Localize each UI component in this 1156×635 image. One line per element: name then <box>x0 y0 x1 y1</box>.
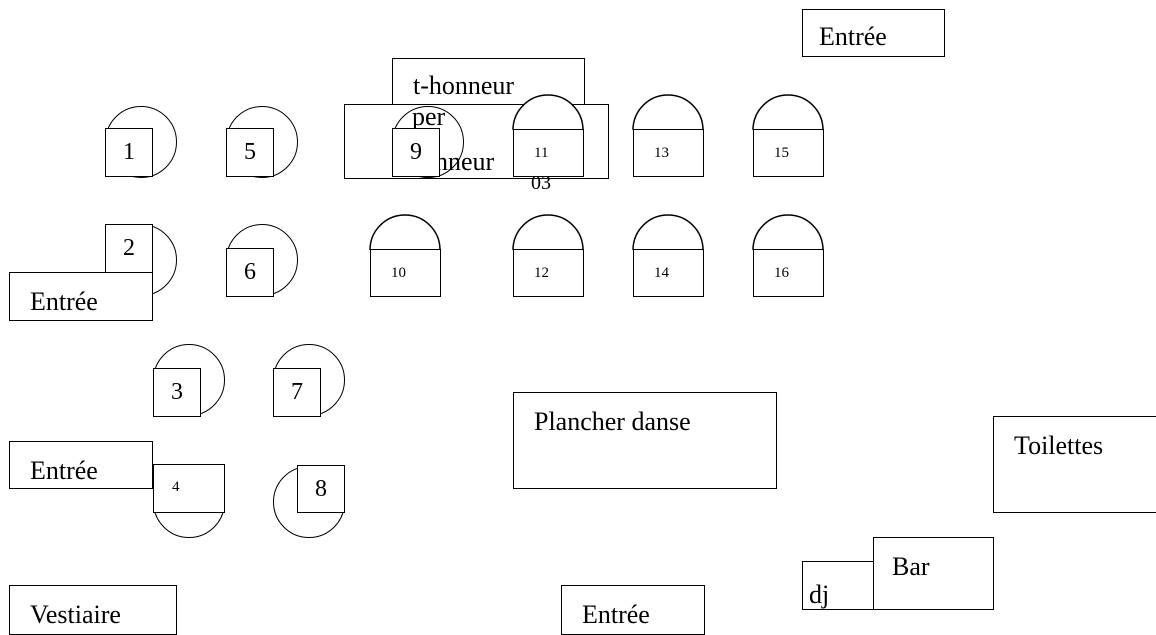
table-14-label: 14 <box>654 264 669 281</box>
table-12-label: 12 <box>534 264 549 281</box>
table-8[interactable]: 8 <box>297 465 345 513</box>
table-11[interactable]: 11 <box>513 129 584 177</box>
honneur-label: t-honneur <box>413 71 515 100</box>
dj-booth: dj <box>802 561 874 610</box>
dance-floor-label: Plancher danse <box>534 407 691 436</box>
table-12[interactable]: 12 <box>513 249 584 297</box>
table-5[interactable]: 5 <box>226 128 274 177</box>
table-13-dome <box>632 94 704 131</box>
bar-label: Bar <box>892 552 930 581</box>
table-7[interactable]: 7 <box>273 368 321 417</box>
table-16-dome <box>752 214 824 251</box>
table-2-label: 2 <box>123 235 135 261</box>
table-9-label: 9 <box>410 139 422 165</box>
table-11-dome <box>512 94 584 131</box>
table-4-label: 4 <box>172 479 180 495</box>
table-1-label: 1 <box>123 139 135 165</box>
table-13-label: 13 <box>654 144 669 161</box>
table-15-label: 15 <box>774 144 789 161</box>
table-12-dome <box>512 214 584 251</box>
table-16[interactable]: 16 <box>753 249 824 297</box>
bar: Bar <box>873 537 994 610</box>
table-10-dome <box>369 214 441 251</box>
vestiaire-label: Vestiaire <box>30 600 121 629</box>
entree-left-1: Entrée <box>9 272 153 321</box>
table-16-label: 16 <box>774 264 789 281</box>
entree-bottom: Entrée <box>561 585 705 635</box>
entree-bottom-label: Entrée <box>582 600 650 629</box>
table-15-dome <box>752 94 824 131</box>
table-7-label: 7 <box>291 379 303 405</box>
table-3-label: 3 <box>171 379 183 405</box>
table-3[interactable]: 3 <box>153 368 201 417</box>
table-13[interactable]: 13 <box>633 129 704 177</box>
toilettes-label: Toilettes <box>1014 431 1104 460</box>
stray-label: 03 <box>531 172 551 194</box>
table-9[interactable]: 9 <box>392 128 440 177</box>
entree-top: Entrée <box>802 9 945 57</box>
table-5-label: 5 <box>244 139 256 165</box>
vestiaire: Vestiaire <box>9 585 177 635</box>
table-1[interactable]: 1 <box>105 128 153 177</box>
toilettes: Toilettes <box>993 416 1156 513</box>
table-14[interactable]: 14 <box>633 249 704 297</box>
table-11-label: 11 <box>534 144 549 161</box>
entree-left-2-label: Entrée <box>30 456 98 485</box>
table-2[interactable]: 2 <box>105 224 153 273</box>
entree-top-label: Entrée <box>819 22 887 51</box>
entree-left-2: Entrée <box>9 441 153 489</box>
dj-label: dj <box>809 580 830 609</box>
table-6[interactable]: 6 <box>226 248 274 297</box>
table-6-label: 6 <box>244 259 256 285</box>
table-4[interactable]: 4 <box>153 464 225 513</box>
entree-left-1-label: Entrée <box>30 287 98 316</box>
table-15[interactable]: 15 <box>753 129 824 177</box>
table-10-label: 10 <box>391 264 406 281</box>
table-14-dome <box>632 214 704 251</box>
table-8-label: 8 <box>315 475 327 502</box>
table-10[interactable]: 10 <box>370 249 441 297</box>
dance-floor: Plancher danse <box>513 392 777 489</box>
